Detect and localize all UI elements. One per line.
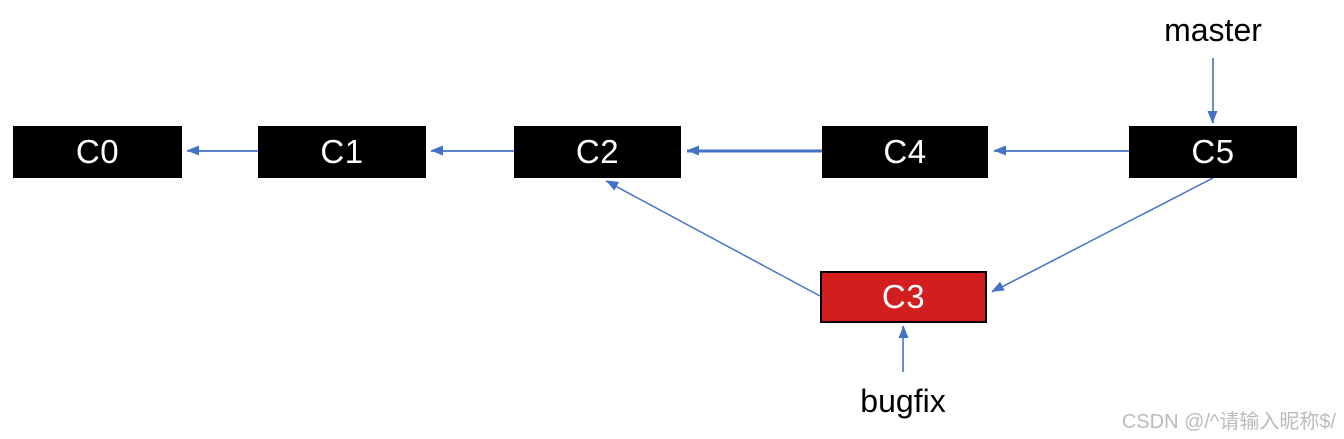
csdn-watermark: CSDN @/^请输入昵称$/ — [1121, 411, 1336, 433]
commit-node-c4: C4 — [822, 126, 988, 178]
commit-node-c2: C2 — [514, 126, 681, 178]
commit-label-c1: C1 — [320, 133, 364, 170]
commit-node-c1: C1 — [258, 126, 426, 178]
commit-label-c3: C3 — [881, 278, 926, 315]
commit-label-c2: C2 — [575, 133, 620, 170]
branch-label-master: master — [1153, 12, 1273, 49]
edge-c5-to-c3 — [991, 177, 1214, 293]
edge-c3-to-c2 — [605, 180, 821, 297]
commit-node-c3-highlighted: C3 — [820, 271, 987, 323]
commit-label-c0: C0 — [75, 133, 120, 170]
commit-node-c5: C5 — [1129, 126, 1297, 178]
branch-label-master-text: master — [1164, 12, 1262, 48]
branch-label-bugfix: bugfix — [843, 383, 963, 420]
branch-label-bugfix-text: bugfix — [860, 383, 946, 419]
commit-label-c5: C5 — [1191, 133, 1235, 170]
commit-node-c0: C0 — [13, 126, 182, 178]
commit-label-c4: C4 — [883, 133, 927, 170]
